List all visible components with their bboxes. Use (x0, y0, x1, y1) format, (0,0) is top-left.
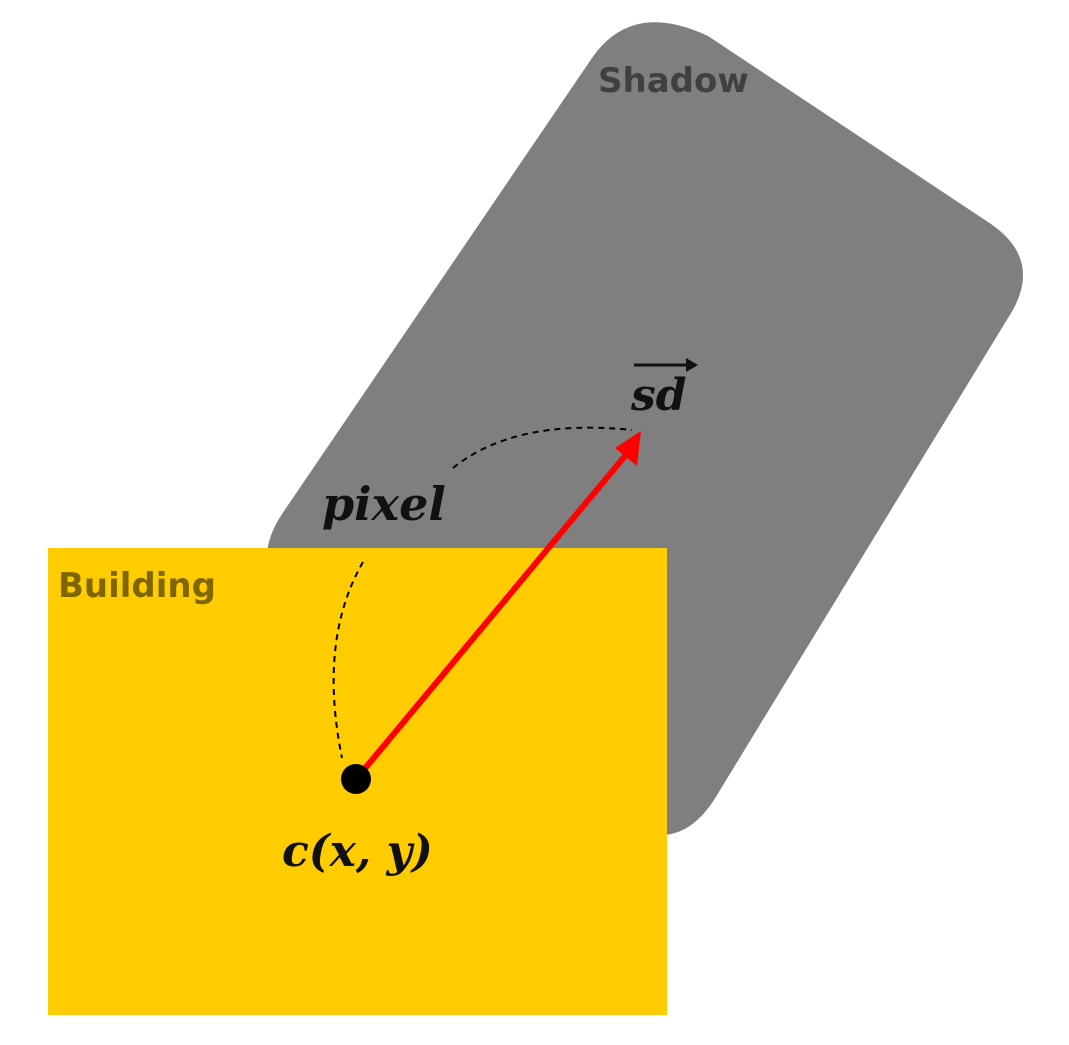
center-label: c(x, y) (282, 826, 433, 877)
pixel-label: pixel (322, 477, 446, 531)
vector-arrow-icon (634, 358, 698, 372)
shadow-direction-arrowhead (615, 431, 641, 466)
center-point (341, 764, 371, 794)
pixel-leader-curve-to-center (332, 561, 364, 759)
shadow-direction-label: sd (630, 370, 687, 421)
shadow-direction-arrow (354, 447, 633, 781)
shadow-label: Shadow (598, 61, 749, 101)
building-label: Building (58, 566, 216, 606)
